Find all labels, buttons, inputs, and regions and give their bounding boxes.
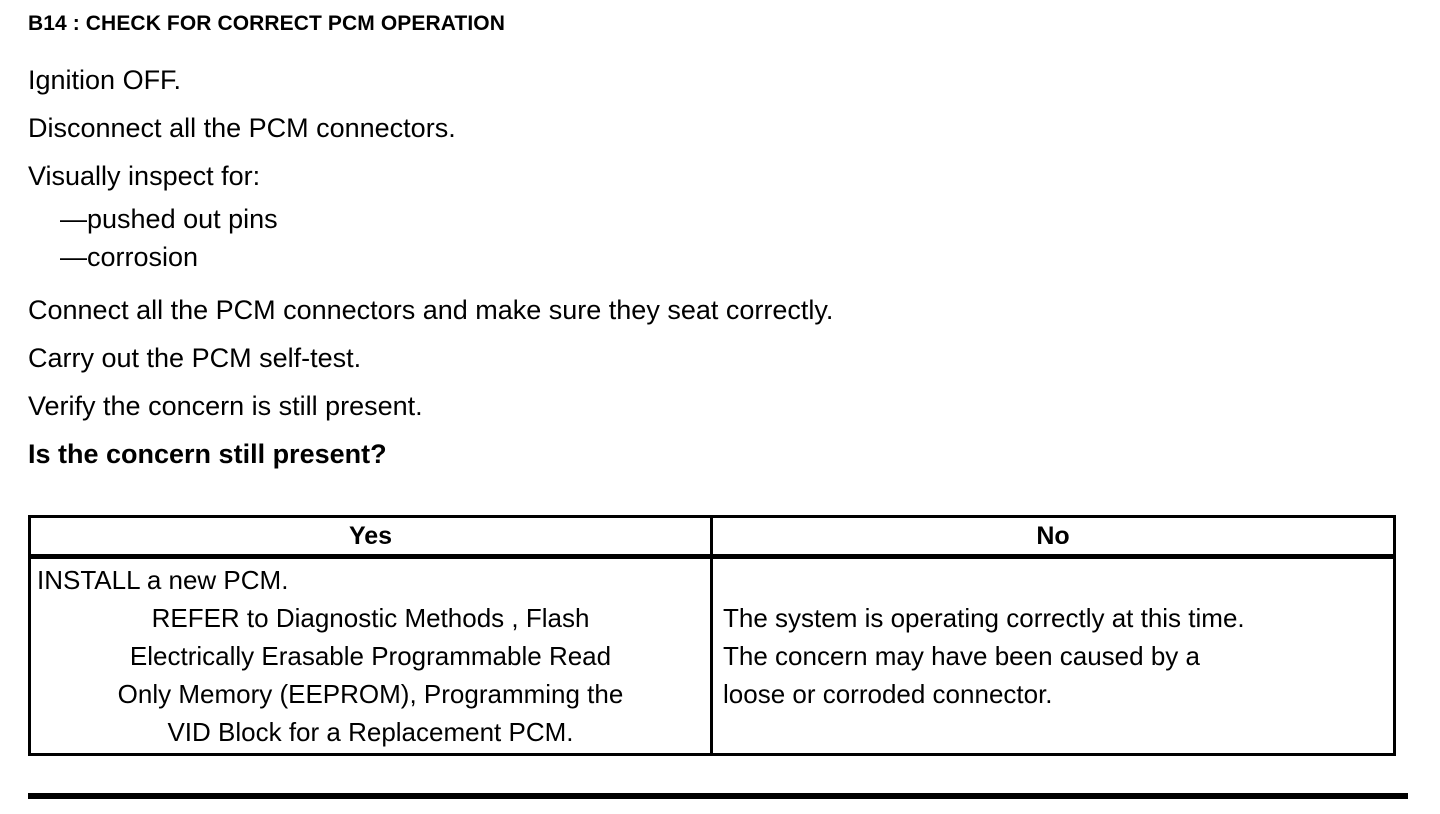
yes-line-1: REFER to Diagnostic Methods , Flash xyxy=(151,603,590,633)
inspect-item-2: —corrosion xyxy=(60,242,199,272)
instruction-line-4: Connect all the PCM connectors and make … xyxy=(28,295,834,325)
table-row: INSTALL a new PCM. REFER to Diagnostic M… xyxy=(28,555,1396,756)
inspect-item-1: —pushed out pins xyxy=(60,204,278,234)
yes-line-3: Only Memory (EEPROM), Programming the xyxy=(117,679,624,709)
section-divider-rule xyxy=(28,793,1408,799)
table-cell-no: The system is operating correctly at thi… xyxy=(710,555,1396,756)
table-cell-yes: INSTALL a new PCM. REFER to Diagnostic M… xyxy=(28,555,713,756)
yes-line-4: VID Block for a Replacement PCM. xyxy=(167,717,574,747)
yes-cell-content: INSTALL a new PCM. REFER to Diagnostic M… xyxy=(31,559,710,753)
no-line-1: The system is operating correctly at thi… xyxy=(723,603,1245,633)
instruction-line-2: Disconnect all the PCM connectors. xyxy=(28,113,456,143)
step-title: B14 : CHECK FOR CORRECT PCM OPERATION xyxy=(28,12,505,35)
instruction-line-1: Ignition OFF. xyxy=(28,65,182,95)
table-header-yes: Yes xyxy=(28,515,713,559)
yes-line-2: Electrically Erasable Programmable Read xyxy=(129,641,612,671)
no-line-2: The concern may have been caused by a xyxy=(723,641,1200,671)
instruction-line-3: Visually inspect for: xyxy=(28,161,261,191)
no-cell-content: The system is operating correctly at thi… xyxy=(713,597,1393,715)
yes-lead-line: INSTALL a new PCM. xyxy=(37,565,289,595)
no-line-3: loose or corroded connector. xyxy=(723,679,1053,709)
decision-table: Yes No INSTALL a new PCM. REFER to Diagn… xyxy=(28,515,1396,756)
instruction-block: Ignition OFF. Disconnect all the PCM con… xyxy=(28,56,1408,478)
instruction-line-5: Carry out the PCM self-test. xyxy=(28,343,362,373)
table-header-no: No xyxy=(710,515,1396,559)
instruction-line-6: Verify the concern is still present. xyxy=(28,391,423,421)
decision-question: Is the concern still present? xyxy=(28,439,387,469)
table-header-row: Yes No xyxy=(28,515,1396,559)
